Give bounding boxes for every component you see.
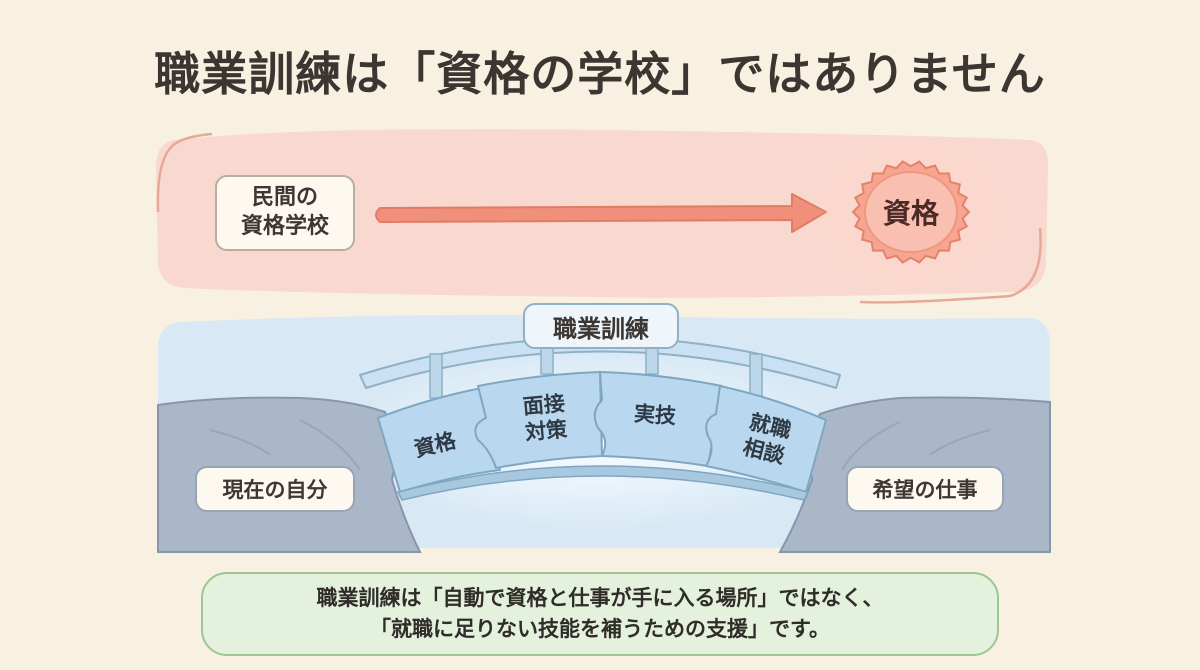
piece-label-3: 実技 — [633, 401, 677, 429]
private-school-label-line2: 資格学校 — [240, 214, 329, 239]
certificate-label: 資格 — [882, 197, 939, 230]
summary-line-1: 職業訓練は「自動で資格と仕事が手に入る場所」ではなく、 — [316, 585, 884, 610]
summary-line-2: 「就職に足りない技能を補うための支援」です。 — [370, 617, 830, 641]
arrow-right-icon — [375, 193, 827, 233]
piece-label-2: 面接 対策 — [521, 391, 569, 445]
private-school-label-line1: 民間の — [251, 185, 318, 211]
desired-job-label: 希望の仕事 — [846, 466, 1004, 512]
certificate-badge-icon — [815, 133, 1007, 293]
current-self-label: 現在の自分 — [195, 466, 355, 512]
private-school-box: 民間の 資格学校 — [215, 175, 355, 251]
vocational-training-label: 職業訓練 — [523, 303, 679, 349]
page-title: 職業訓練は「資格の学校」ではありません — [154, 47, 1046, 101]
summary-message: 職業訓練は「自動で資格と仕事が手に入る場所」ではなく、 「就職に足りない技能を補… — [201, 572, 999, 656]
puzzle-piece-4 — [705, 385, 827, 493]
bridge-underside — [396, 465, 810, 501]
puzzle-piece-3 — [593, 371, 723, 467]
puzzle-piece-2 — [474, 371, 603, 469]
